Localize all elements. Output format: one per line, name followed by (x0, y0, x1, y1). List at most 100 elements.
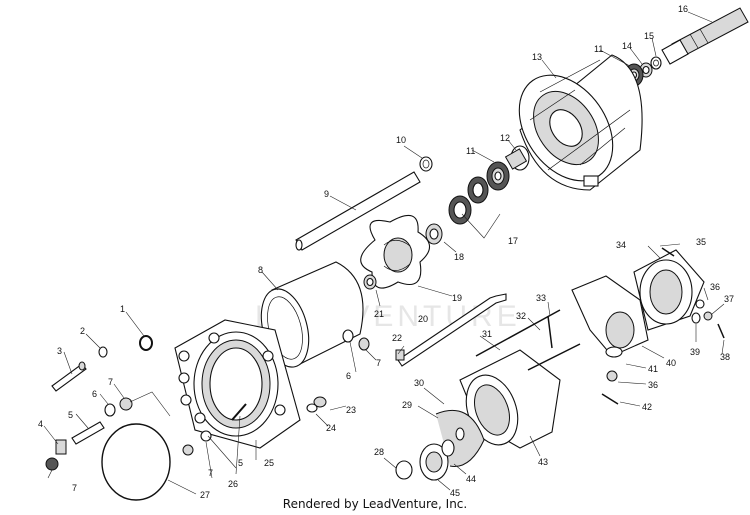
part-19-impeller[interactable] (360, 214, 431, 289)
callout-19: 19 (452, 293, 462, 303)
part-37-nut[interactable] (703, 311, 713, 321)
callout-7-left: 7 (108, 377, 113, 387)
callout-1: 1 (120, 304, 125, 314)
callout-11-lower: 11 (466, 146, 475, 156)
part-36-bushing-upper[interactable] (695, 299, 705, 309)
leader-lines (43, 11, 725, 495)
footer-credit: Rendered by LeadVenture, Inc. (282, 497, 468, 511)
part-2-washer[interactable] (98, 346, 108, 358)
callout-14: 14 (622, 41, 632, 51)
part-22-fitting[interactable] (395, 349, 405, 361)
part-7-nut-bottom[interactable] (182, 444, 194, 456)
part-36-nut-lower[interactable] (606, 370, 618, 382)
part-7-nut-right[interactable] (358, 337, 370, 351)
callout-7-right: 7 (376, 358, 381, 368)
part-9-shaft[interactable] (295, 171, 421, 251)
part-45-nozzle[interactable] (419, 443, 449, 481)
part-18-wear-ring[interactable] (425, 223, 443, 245)
callout-28: 28 (374, 447, 384, 457)
callout-20: 20 (418, 314, 428, 324)
callout-labels: 1 2 3 4 5 5 6 6 7 7 7 7 8 9 10 11 11 12 … (38, 4, 734, 500)
callout-6-right: 6 (346, 371, 351, 381)
part-25-nozzle-housing[interactable] (174, 319, 301, 449)
callout-11-upper: 11 (594, 44, 603, 54)
callout-41: 41 (648, 364, 658, 374)
part-27-o-ring[interactable] (101, 423, 171, 501)
part-17-seals[interactable] (448, 176, 489, 225)
callout-13: 13 (532, 52, 542, 62)
callout-9: 9 (324, 189, 329, 199)
part-24-washer[interactable] (306, 403, 318, 413)
part-11-bearing-lower[interactable] (486, 161, 510, 191)
part-20-tube[interactable] (397, 293, 507, 367)
part-7-nut-lower[interactable] (45, 457, 59, 471)
callout-24: 24 (326, 423, 336, 433)
callout-43: 43 (538, 457, 548, 467)
callout-17: 17 (508, 236, 518, 246)
part-32-rod[interactable] (527, 343, 581, 371)
part-3-bolt[interactable] (51, 361, 87, 392)
callout-45: 45 (450, 488, 460, 498)
part-35-bolt[interactable] (661, 247, 675, 257)
callout-42: 42 (642, 402, 652, 412)
callout-3: 3 (57, 346, 62, 356)
callout-25: 25 (264, 458, 274, 468)
callout-27: 27 (200, 490, 210, 500)
part-12-spacer[interactable] (504, 145, 530, 171)
part-33-bolt[interactable] (547, 315, 553, 349)
part-10-o-ring[interactable] (419, 156, 433, 172)
callout-6-left: 6 (92, 389, 97, 399)
part-39-washer[interactable] (691, 312, 701, 324)
part-28-o-ring[interactable] (395, 460, 413, 480)
callout-36-lower: 36 (648, 380, 658, 390)
part-38-bolt[interactable] (717, 323, 725, 339)
part-34-steering-nozzle[interactable] (633, 249, 705, 331)
part-15-o-ring[interactable] (650, 56, 662, 70)
callout-2: 2 (80, 326, 85, 336)
callout-23: 23 (346, 405, 356, 415)
part-13-pump-housing[interactable] (500, 54, 643, 198)
callout-40: 40 (666, 358, 676, 368)
callout-22: 22 (392, 333, 402, 343)
part-26-stud[interactable] (231, 403, 247, 421)
part-6-washer-right[interactable] (342, 329, 354, 343)
part-40-steering-bracket[interactable] (571, 275, 649, 357)
part-21-nut[interactable] (363, 274, 377, 290)
callout-34: 34 (616, 240, 626, 250)
callout-8: 8 (258, 265, 263, 275)
callout-38: 38 (720, 352, 730, 362)
callout-16: 16 (678, 4, 688, 14)
callout-10: 10 (396, 135, 406, 145)
callout-31: 31 (482, 329, 492, 339)
part-23-nut[interactable] (313, 396, 327, 408)
callout-21: 21 (374, 309, 384, 319)
part-1-o-ring[interactable] (139, 335, 153, 351)
part-5-bolt[interactable] (71, 421, 105, 445)
callout-33: 33 (536, 293, 546, 303)
callout-39: 39 (690, 347, 700, 357)
part-31-rod[interactable] (475, 309, 561, 357)
callout-12: 12 (500, 133, 510, 143)
callout-4: 4 (38, 419, 43, 429)
part-7-nut-left[interactable] (119, 397, 133, 411)
part-44-washer[interactable] (441, 439, 455, 457)
callout-7-lower: 7 (72, 483, 77, 493)
callout-5-bottom: 5 (238, 458, 243, 468)
part-4-elbow[interactable] (55, 439, 67, 455)
part-41-ring[interactable] (605, 346, 623, 358)
callout-5-left: 5 (68, 410, 73, 420)
callout-15: 15 (644, 31, 654, 41)
part-5-washer-bottom[interactable] (200, 430, 212, 442)
callout-26: 26 (228, 479, 238, 489)
callout-18: 18 (454, 252, 464, 262)
callout-7-bottom: 7 (208, 468, 213, 478)
part-16-drive-shaft[interactable] (661, 7, 749, 65)
callout-32: 32 (516, 311, 526, 321)
part-29-ring[interactable] (455, 427, 465, 441)
part-6-washer-left[interactable] (104, 403, 116, 417)
part-43-venturi[interactable] (457, 349, 561, 452)
callout-29: 29 (402, 400, 412, 410)
callout-35: 35 (696, 237, 706, 247)
part-42-bolt[interactable] (601, 393, 619, 405)
